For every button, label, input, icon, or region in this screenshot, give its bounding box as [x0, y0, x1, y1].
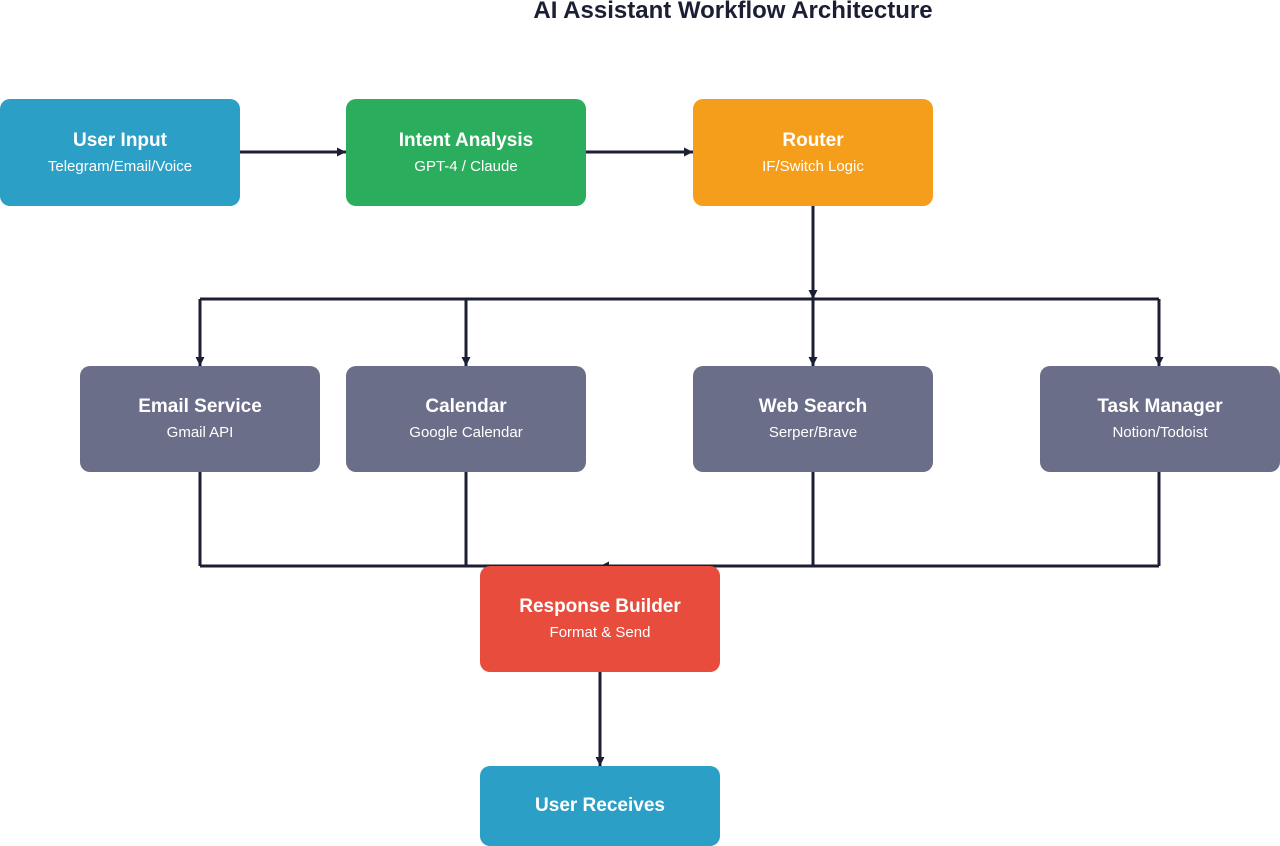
node-subtitle: Telegram/Email/Voice [47, 157, 193, 175]
node-calendar: Calendar Google Calendar [346, 366, 586, 472]
node-title: Response Builder [519, 596, 681, 617]
node-subtitle: Google Calendar [409, 424, 523, 441]
node-subtitle: Notion/Todoist [1112, 424, 1208, 441]
node-user-input: User Input Telegram/Email/Voice [0, 99, 240, 206]
node-title: User Receives [535, 795, 665, 816]
node-title: Task Manager [1097, 396, 1223, 417]
node-intent-analysis: Intent Analysis GPT-4 / Claude [346, 99, 586, 206]
diagram-title: AI Assistant Workflow Architecture [533, 0, 933, 24]
node-subtitle: Serper/Brave [768, 424, 858, 441]
node-title: Web Search [758, 396, 868, 417]
node-task-manager: Task Manager Notion/Todoist [1040, 366, 1280, 472]
node-title: Intent Analysis [398, 129, 534, 151]
node-title: Router [782, 129, 844, 151]
node-title: User Input [73, 129, 167, 151]
node-subtitle: Gmail API [166, 424, 234, 441]
node-subtitle: GPT-4 / Claude [414, 157, 518, 175]
node-web-search: Web Search Serper/Brave [693, 366, 933, 472]
node-response-builder: Response Builder Format & Send [480, 566, 720, 672]
node-title: Calendar [425, 396, 507, 417]
node-subtitle: Format & Send [549, 624, 651, 641]
node-user-receives: User Receives [480, 766, 720, 846]
node-router: Router IF/Switch Logic [693, 99, 933, 206]
node-subtitle: IF/Switch Logic [762, 157, 864, 175]
node-title: Email Service [138, 396, 262, 417]
node-email-service: Email Service Gmail API [80, 366, 320, 472]
